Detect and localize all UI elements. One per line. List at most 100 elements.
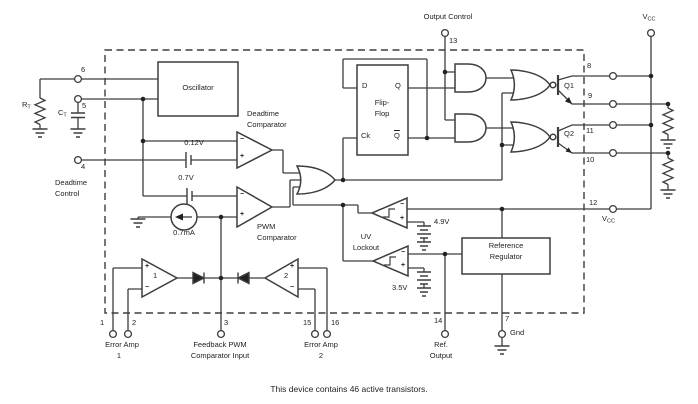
pin-terminals xyxy=(73,28,656,339)
oscillator-block xyxy=(157,61,239,117)
deadtime-comparator-label-2: Comparator xyxy=(247,120,287,129)
feedback-label-2: Comparator Input xyxy=(190,351,250,360)
amp-2-number: 2 xyxy=(284,271,289,280)
ct-capacitor xyxy=(71,112,85,119)
hysteresis-icons xyxy=(383,208,396,266)
nor-gate-2 xyxy=(509,121,551,153)
wires xyxy=(39,33,669,346)
wire-ea2-inputs xyxy=(298,267,328,331)
pin-14-terminal xyxy=(440,329,450,339)
pwm-comparator-label-2: Comparator xyxy=(257,233,297,242)
transistors xyxy=(556,75,572,153)
ea1-minus-sign: − xyxy=(145,284,150,291)
pin-1-label: 1 xyxy=(100,318,105,327)
pin-8-terminal xyxy=(608,71,618,81)
pin-13-label: 13 xyxy=(449,36,458,45)
q2-emitter-arrow xyxy=(565,147,572,153)
deadtime-control-label-1: Deadtime xyxy=(55,178,88,187)
error-amp-1-label-1: Error Amp xyxy=(105,340,139,349)
uv1-plus-sign: + xyxy=(400,215,405,222)
current-source-label: 0.7mA xyxy=(173,228,195,237)
amp-1-number: 1 xyxy=(153,271,158,280)
pin-15-label: 15 xyxy=(303,318,312,327)
wire-ck xyxy=(342,137,357,180)
ref-output-label-2: Output xyxy=(429,351,453,360)
rt-resistor xyxy=(33,97,47,126)
pin-7-label: 7 xyxy=(505,314,510,323)
ground-load-2 xyxy=(660,189,676,199)
pin-16-label: 16 xyxy=(331,318,340,327)
pin-14-label: 14 xyxy=(434,316,443,325)
wire-deadtime-out-to-or xyxy=(272,149,300,174)
ground-pin7 xyxy=(494,345,510,355)
wire-uv1-plus xyxy=(407,221,425,242)
pin-3-label: 3 xyxy=(224,318,229,327)
flip-flop-label-1: Flip- xyxy=(374,98,390,107)
pin-6-terminal xyxy=(73,74,83,84)
wire-pin13 xyxy=(444,33,455,121)
pin-4-label: 4 xyxy=(81,162,86,171)
ea1-plus-sign: + xyxy=(145,263,150,270)
logic-gates xyxy=(295,63,557,195)
vcc-pin12-label: VCC xyxy=(602,214,615,225)
and-gate-1 xyxy=(454,63,487,93)
wire-pwm-out-to-or xyxy=(272,179,300,208)
uv2-plus-sign: + xyxy=(401,262,406,269)
pin-10-label: 10 xyxy=(586,155,595,164)
pwm-comparator xyxy=(236,185,274,229)
nor-2-bubble xyxy=(549,133,557,141)
q2-label: Q2 xyxy=(564,129,575,138)
uv1-minus-sign: − xyxy=(400,201,405,208)
ct-label: CT xyxy=(58,108,67,119)
wire-ea1-inputs xyxy=(112,267,142,331)
flip-flop-label-2: Flop xyxy=(374,109,390,118)
reference-regulator-label-1: Reference xyxy=(488,241,524,250)
cap-battery-symbols xyxy=(71,112,431,285)
gnd-label: Gnd xyxy=(510,328,525,337)
vcc-top-label: VCC xyxy=(642,12,656,23)
offset-012v-label: 0.12V xyxy=(184,138,204,147)
reference-regulator-label-2: Regulator xyxy=(489,252,523,261)
feedback-label-1: Feedback PWM xyxy=(193,340,247,349)
diode-ea1 xyxy=(192,271,206,285)
wire-q1-collector xyxy=(557,75,651,81)
deadtime-comparator xyxy=(236,130,274,170)
rt-label: RT xyxy=(22,100,31,111)
pin-6-label: 6 xyxy=(81,65,86,74)
ground-ct xyxy=(70,128,86,138)
and-gate-2 xyxy=(454,113,487,143)
deadtime-control-label-2: Control xyxy=(55,189,80,198)
device-boundary xyxy=(104,49,585,314)
reference-regulator-block xyxy=(461,237,551,275)
battery-49v xyxy=(417,225,431,239)
error-amp-2-label-1: Error Amp xyxy=(304,340,338,349)
wire-q2-collector xyxy=(557,124,651,132)
pin-11-terminal xyxy=(608,120,618,130)
uv-lockout-label-2: Lockout xyxy=(352,243,380,252)
pwm-comparator-label-1: PWM xyxy=(257,222,276,231)
pwm-plus-sign: + xyxy=(240,211,245,218)
uv2-minus-sign: − xyxy=(401,249,406,256)
q1-emitter-arrow xyxy=(565,97,572,104)
output-control-label: Output Control xyxy=(423,12,473,21)
ref-35v-label: 3.5V xyxy=(392,283,408,292)
diode-ea2 xyxy=(236,271,250,285)
error-amp-2 xyxy=(263,257,299,299)
flip-flop-block xyxy=(356,64,409,156)
nor-gate-1 xyxy=(509,69,551,101)
deadtime-plus-sign: + xyxy=(240,153,245,160)
ff-ck-label: Ck xyxy=(361,131,371,140)
current-source-arrowhead xyxy=(175,213,183,221)
pin-12-terminal xyxy=(608,204,618,214)
deadtime-comparator-label-1: Deadtime xyxy=(247,109,280,118)
junction-dots xyxy=(140,69,671,281)
ground-symbols xyxy=(32,128,676,355)
oscillator-label: Oscillator xyxy=(182,83,214,92)
wire-and-outputs xyxy=(486,77,516,129)
figure-caption: This device contains 46 active transisto… xyxy=(270,384,428,394)
offset-012v xyxy=(185,152,192,168)
ff-q-label: Q xyxy=(395,81,401,90)
ea2-minus-sign: − xyxy=(290,284,295,291)
